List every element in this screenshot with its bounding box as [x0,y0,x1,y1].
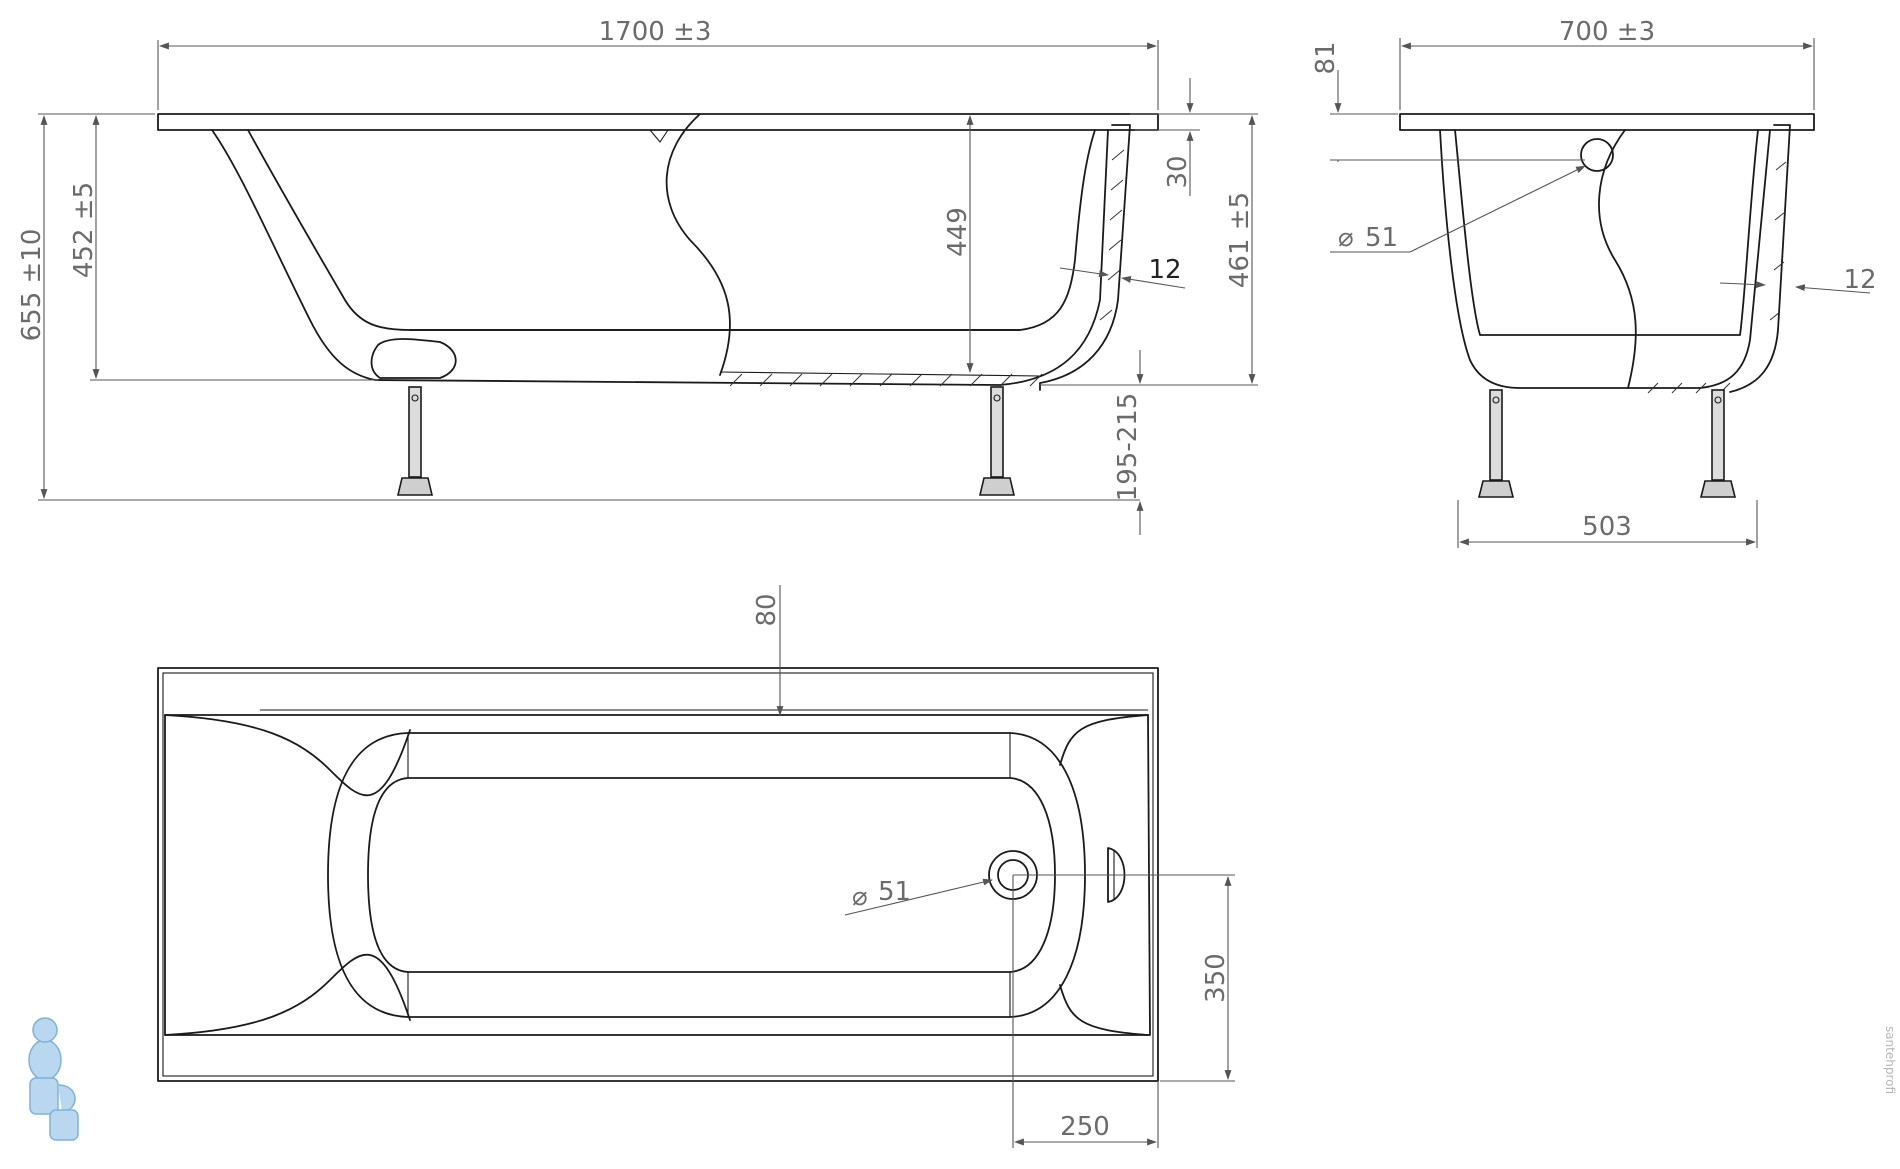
top-bowl-mid [327,732,1086,1018]
dim-end-legs-spacing-label: 503 [1582,512,1632,542]
dim-end-width-label: 700 ±3 [1559,17,1655,47]
dim-side-length-label: 1700 ±3 [599,17,712,47]
side-section-cut [665,113,731,376]
dim-total-height-label: 655 ±10 [17,229,47,342]
dim-legs-label: 195-215 [1113,393,1143,502]
dim-end-rim-offset: 81 [1311,41,1585,162]
top-bowl-left-contour [164,714,411,1036]
side-view: 1700 ±3 655 ±10 452 ±5 449 30 461 ±5 [17,17,1258,535]
dim-inner-depth-left-label: 452 ±5 [69,182,99,278]
plumber-mascot [28,1017,79,1141]
dim-end-legs-spacing: 503 [1457,500,1758,548]
end-view: 700 ±3 81 ⌀ 51 12 503 [1311,17,1877,548]
dim-inner-depth-mid-label: 449 [943,207,973,257]
side-drain-fitting [370,338,457,379]
top-overflow [1107,847,1126,903]
dim-top-offset: 80 [752,585,784,716]
dim-end-rim-offset-label: 81 [1311,41,1341,74]
side-leg-left [396,386,434,496]
dim-side-wall-label: 12 [1148,255,1181,285]
end-wall-section [1729,124,1791,393]
dim-end-width: 700 ±3 [1399,17,1815,110]
dim-top-offset-label: 80 [752,593,782,626]
dim-outer-height-label: 461 ±5 [1225,192,1255,288]
watermark: santehprofi [1883,1026,1897,1094]
side-floor-lower [719,371,1041,377]
end-leg-left [1477,389,1515,498]
side-shell-outer [211,129,1109,386]
end-hatching [1647,161,1787,394]
dim-end-drain-symbol: ⌀ [1338,223,1354,253]
dim-top-drain-y: 350 [1013,874,1235,1082]
dim-inner-depth-mid: 449 [943,115,974,373]
end-leg-right [1699,389,1737,498]
dim-rim: 30 [1135,78,1200,196]
dim-top-drain-symbol: ⌀ [852,882,868,912]
side-wall-section [1039,124,1131,391]
dim-top-drain-x: 250 [1012,875,1159,1148]
end-section-cut [1598,129,1637,389]
dim-rim-label: 30 [1163,155,1193,188]
top-bowl-outline [164,714,1151,1036]
dim-outer-height: 461 ±5 [1040,113,1258,386]
dim-end-drain-label: 51 [1365,223,1398,253]
end-rim [1399,113,1815,131]
dim-end-wall: 12 [1719,265,1877,295]
end-shell-inner [1454,129,1759,336]
dim-total-height: 655 ±10 [17,113,1140,501]
end-drain-outlet [1580,138,1614,172]
dim-end-drain: ⌀ 51 [1330,165,1586,253]
side-leg-right [978,386,1016,496]
top-bowl-right-contour [1059,714,1149,1036]
top-bowl-floor [367,777,1056,973]
dim-end-wall-label: 12 [1843,265,1876,295]
dim-top-drain-x-label: 250 [1060,1112,1110,1142]
end-shell-outer [1439,129,1771,389]
dim-inner-depth-left: 452 ±5 [69,115,378,381]
top-view: 80 ⌀ 51 350 250 [157,585,1235,1148]
side-rim [157,113,1159,131]
dim-side-wall: 12 [1059,255,1186,289]
side-hatching [729,149,1125,387]
side-overflow-bracket [649,129,669,143]
dim-top-drain-y-label: 350 [1201,953,1231,1003]
top-outer-rim [157,667,1159,1082]
dim-side-length: 1700 ±3 [157,17,1159,110]
dim-top-drain: ⌀ 51 [844,877,993,916]
dim-legs: 195-215 [1040,350,1145,535]
dim-top-drain-label: 51 [878,877,911,907]
